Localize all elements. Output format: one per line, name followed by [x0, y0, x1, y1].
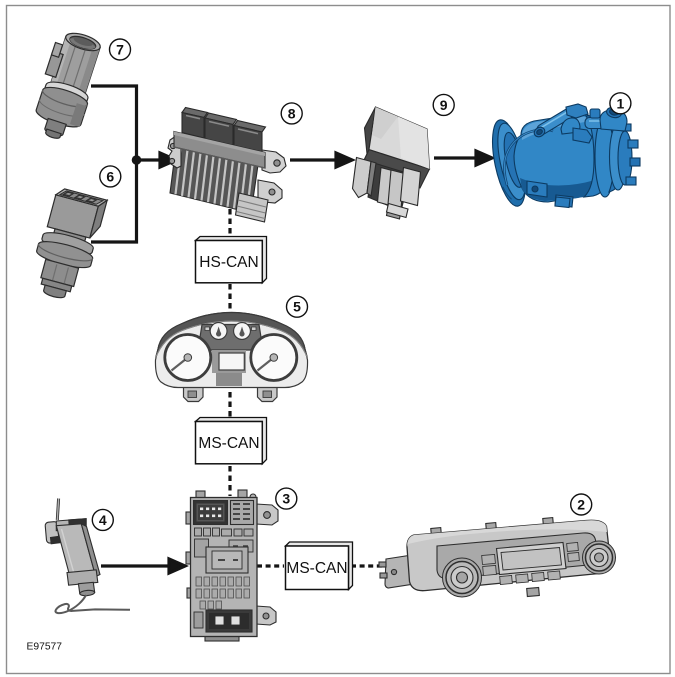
- svg-text:MS-CAN: MS-CAN: [198, 435, 259, 452]
- svg-text:3: 3: [282, 491, 290, 507]
- svg-text:9: 9: [440, 97, 448, 113]
- svg-text:5: 5: [293, 299, 301, 315]
- svg-text:E97577: E97577: [27, 642, 63, 653]
- svg-text:8: 8: [288, 105, 296, 121]
- svg-text:1: 1: [617, 95, 625, 111]
- svg-text:6: 6: [106, 168, 114, 184]
- svg-text:HS-CAN: HS-CAN: [199, 254, 258, 271]
- svg-text:4: 4: [99, 512, 107, 528]
- svg-text:7: 7: [116, 42, 124, 58]
- svg-text:MS-CAN: MS-CAN: [286, 560, 347, 577]
- svg-text:2: 2: [577, 497, 585, 513]
